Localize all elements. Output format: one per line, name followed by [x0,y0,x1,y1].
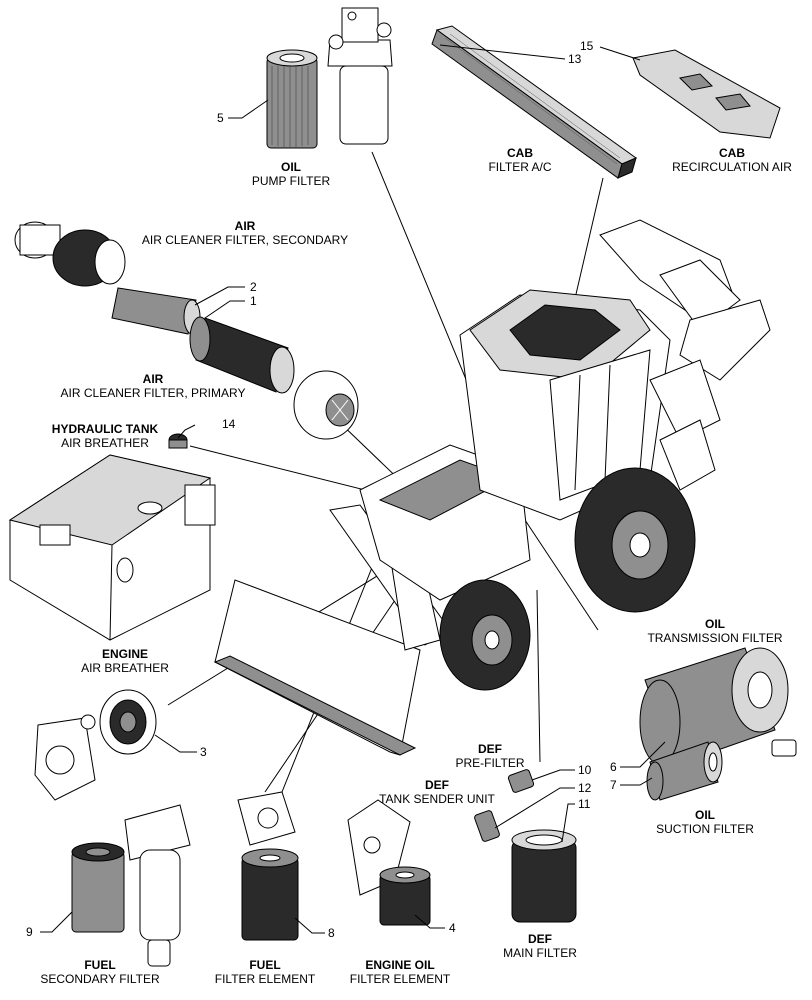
callout-1: 1 [250,294,257,308]
callout-11: 11 [578,797,591,811]
label-title: DEF [528,932,552,946]
label-title: OIL [281,160,301,174]
label-oil-pump-filter: OIL PUMP FILTER [246,160,336,188]
label-title: CAB [507,146,533,160]
label-air-cleaner-primary: AIR AIR CLEANER FILTER, PRIMARY [48,372,258,400]
callout-leaders [40,44,666,934]
fuel-element-art [237,791,299,941]
label-title: CAB [719,146,745,160]
oil-suction-filter-art [646,741,723,801]
label-fuel-secondary-filter: FUEL SECONDARY FILTER [30,958,170,986]
backhoe-loader-art [213,219,771,756]
engine-air-breather-art [34,689,157,801]
callout-8: 8 [328,926,335,940]
label-subtitle: FILTER ELEMENT [349,972,451,986]
cab-recirc-filter-art [632,49,781,139]
label-subtitle: AIR BREATHER [81,661,169,675]
label-title: FUEL [84,958,116,972]
label-title: AIR [234,219,256,233]
label-title: DEF [478,742,502,756]
label-subtitle: FILTER A/C [488,160,552,174]
label-air-cleaner-secondary: AIR AIR CLEANER FILTER, SECONDARY [130,219,360,247]
label-subtitle: PUMP FILTER [251,174,331,188]
callout-2: 2 [250,280,257,294]
callout-10: 10 [578,763,592,777]
callout-7: 7 [610,778,617,792]
hydraulic-tank-art [8,433,216,641]
label-subtitle: SUCTION FILTER [656,822,754,836]
label-oil-suction-filter: OIL SUCTION FILTER [650,808,760,836]
label-title: FUEL [249,958,281,972]
callout-5: 5 [217,111,224,125]
label-subtitle: TANK SENDER UNIT [379,792,495,806]
callout-3: 3 [200,745,207,759]
fuel-secondary-art [71,804,191,967]
callout-13: 13 [568,52,582,66]
cab-ac-filter-art [431,25,638,179]
air-primary-art [189,316,359,440]
label-title: AIR [142,372,164,386]
label-def-tank-sender: DEF TANK SENDER UNIT [372,778,502,806]
callout-15: 15 [580,39,594,53]
label-title: OIL [705,617,725,631]
label-engine-air-breather: ENGINE AIR BREATHER [60,647,190,675]
label-subtitle: MAIN FILTER [503,946,577,960]
label-cab-recirculation-air: CAB RECIRCULATION AIR [662,146,802,174]
label-subtitle: PRE-FILTER [455,756,525,770]
label-cab-filter-ac: CAB FILTER A/C [475,146,565,174]
engine-oil-filter-art [347,799,431,926]
label-subtitle: SECONDARY FILTER [40,972,160,986]
label-title: ENGINE [101,647,148,661]
label-title: DEF [425,778,449,792]
label-engine-oil-filter: ENGINE OIL FILTER ELEMENT [340,958,460,986]
label-subtitle: AIR BREATHER [61,436,149,450]
label-title: OIL [695,808,715,822]
label-oil-transmission-filter: OIL TRANSMISSION FILTER [640,617,790,645]
callout-4: 4 [449,921,456,935]
label-def-main-filter: DEF MAIN FILTER [490,932,590,960]
label-fuel-filter-element: FUEL FILTER ELEMENT [205,958,325,986]
label-def-pre-filter: DEF PRE-FILTER [445,742,535,770]
label-subtitle: AIR CLEANER FILTER, PRIMARY [60,386,246,400]
label-subtitle: TRANSMISSION FILTER [647,631,783,645]
callout-6: 6 [610,760,617,774]
callout-14: 14 [222,417,236,431]
callout-12: 12 [578,781,592,795]
oil-transmission-filter-art [639,647,797,766]
def-filters-art [474,769,577,923]
label-subtitle: RECIRCULATION AIR [672,160,792,174]
oil-pump-filter-art [266,7,393,149]
label-subtitle: FILTER ELEMENT [214,972,316,986]
label-title: HYDRAULIC TANK [51,422,159,436]
label-hydraulic-tank-breather: HYDRAULIC TANK AIR BREATHER [40,422,170,450]
callout-9: 9 [26,925,33,939]
label-title: ENGINE OIL [365,958,435,972]
air-secondary-art [14,221,201,335]
label-subtitle: AIR CLEANER FILTER, SECONDARY [141,233,349,247]
